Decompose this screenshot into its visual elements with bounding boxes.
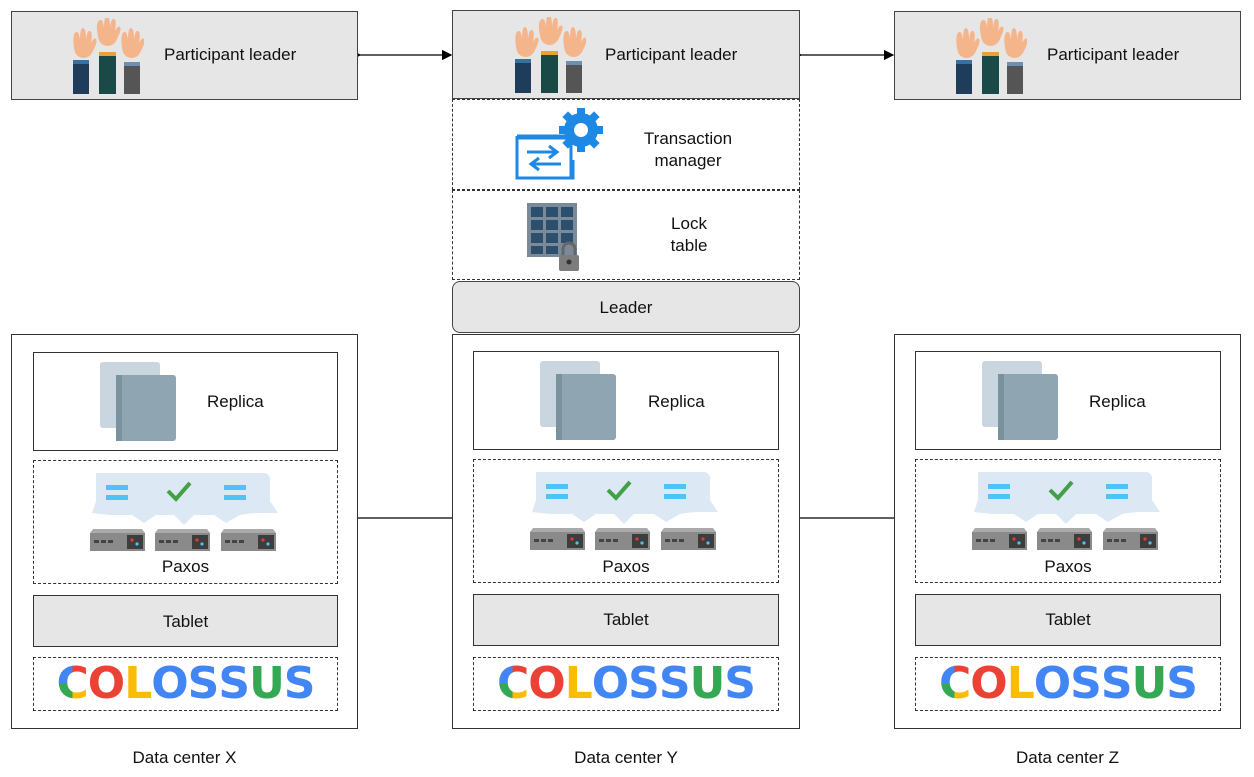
paxos-label: Paxos — [1044, 557, 1092, 576]
colossus-box: COLOSSUS — [33, 657, 338, 711]
colossus-letter: S — [1070, 658, 1102, 709]
colossus-letter: S — [187, 658, 220, 709]
paxos-consensus-icon — [530, 472, 718, 550]
colossus-letter: O — [591, 658, 629, 709]
replica-label: Replica — [1089, 392, 1146, 411]
paxos-box: Paxos — [915, 459, 1221, 583]
colossus-letter: O — [528, 658, 565, 709]
tablet-label: Tablet — [162, 612, 209, 631]
colossus-letter: S — [283, 658, 316, 709]
tablet-box: Tablet — [915, 594, 1221, 646]
colossus-letter: U — [249, 658, 285, 709]
lock-table-line2: table — [670, 236, 708, 255]
raised-hands-icon — [956, 18, 1027, 94]
paxos-box: Paxos — [473, 459, 779, 583]
data-center-x: Replica Paxos Tablet COLOSSUS — [11, 334, 358, 729]
data-center-z: Replica Paxos Tablet COLOSSUS — [894, 334, 1241, 729]
lock-table-icon — [527, 203, 579, 271]
replica-label: Replica — [207, 392, 264, 411]
replica-box: Replica — [473, 351, 779, 450]
colossus-letter: L — [1006, 658, 1035, 709]
colossus-letter: S — [218, 658, 250, 709]
colossus-letter: S — [1166, 658, 1198, 709]
tablet-box: Tablet — [33, 595, 338, 647]
colossus-letter: U — [689, 658, 726, 709]
colossus-letter: L — [564, 658, 593, 709]
lock-table-line1: Lock — [671, 214, 707, 233]
transaction-manager-icon — [515, 108, 603, 180]
replica-icon — [982, 361, 1058, 440]
colossus-logo: COLOSSUS — [474, 659, 778, 709]
data-center-y-label: Data center Y — [574, 748, 678, 767]
participant-leader-label: Participant leader — [1047, 45, 1180, 64]
colossus-box: COLOSSUS — [915, 657, 1221, 711]
colossus-letter: S — [1100, 658, 1133, 709]
replica-box: Replica — [915, 351, 1221, 450]
participant-leader-label: Participant leader — [605, 45, 738, 64]
replica-box: Replica — [33, 352, 338, 451]
paxos-box: Paxos — [33, 460, 338, 584]
colossus-letter: O — [970, 658, 1007, 709]
participant-leader-x: Participant leader — [11, 11, 358, 100]
replica-icon — [100, 362, 176, 441]
leader-box: Leader — [452, 281, 800, 333]
lock-table-box: Lock table — [452, 190, 800, 280]
paxos-label: Paxos — [602, 557, 650, 576]
raised-hands-icon — [73, 18, 144, 94]
colossus-letter: C — [939, 658, 971, 709]
colossus-letter: S — [724, 658, 756, 709]
data-center-z-label: Data center Z — [1016, 748, 1119, 767]
participant-leader-y: Participant leader — [452, 10, 800, 99]
colossus-letter: O — [87, 658, 125, 709]
colossus-letter: C — [56, 658, 89, 709]
participant-leader-label: Participant leader — [164, 45, 297, 64]
transaction-manager-line1: Transaction — [643, 129, 733, 148]
colossus-letter: O — [1033, 658, 1071, 709]
colossus-letter: S — [658, 658, 691, 709]
tablet-label: Tablet — [603, 610, 649, 629]
raised-hands-icon — [515, 17, 586, 93]
colossus-logo: COLOSSUS — [34, 659, 337, 709]
colossus-letter: O — [151, 658, 188, 709]
colossus-letter: C — [497, 658, 529, 709]
tablet-box: Tablet — [473, 594, 779, 646]
transaction-manager-line2: manager — [654, 151, 722, 170]
colossus-letter: L — [124, 658, 152, 709]
transaction-manager-label: Transaction manager — [623, 128, 753, 172]
data-center-x-label: Data center X — [132, 748, 237, 767]
replica-icon — [540, 361, 616, 440]
colossus-letter: U — [1131, 658, 1168, 709]
tablet-label: Tablet — [1045, 610, 1091, 629]
lock-table-label: Lock table — [639, 213, 739, 257]
replica-label: Replica — [648, 392, 705, 411]
colossus-box: COLOSSUS — [473, 657, 779, 711]
leader-label: Leader — [599, 298, 653, 317]
colossus-logo: COLOSSUS — [916, 659, 1220, 709]
participant-leader-z: Participant leader — [894, 11, 1241, 100]
colossus-letter: S — [628, 658, 660, 709]
paxos-consensus-icon — [972, 472, 1160, 550]
transaction-manager-box: Transaction manager — [452, 99, 800, 190]
paxos-consensus-icon — [90, 473, 278, 551]
paxos-label: Paxos — [161, 557, 210, 576]
data-center-y: Replica Paxos Tablet COLOSSUS — [452, 334, 800, 729]
